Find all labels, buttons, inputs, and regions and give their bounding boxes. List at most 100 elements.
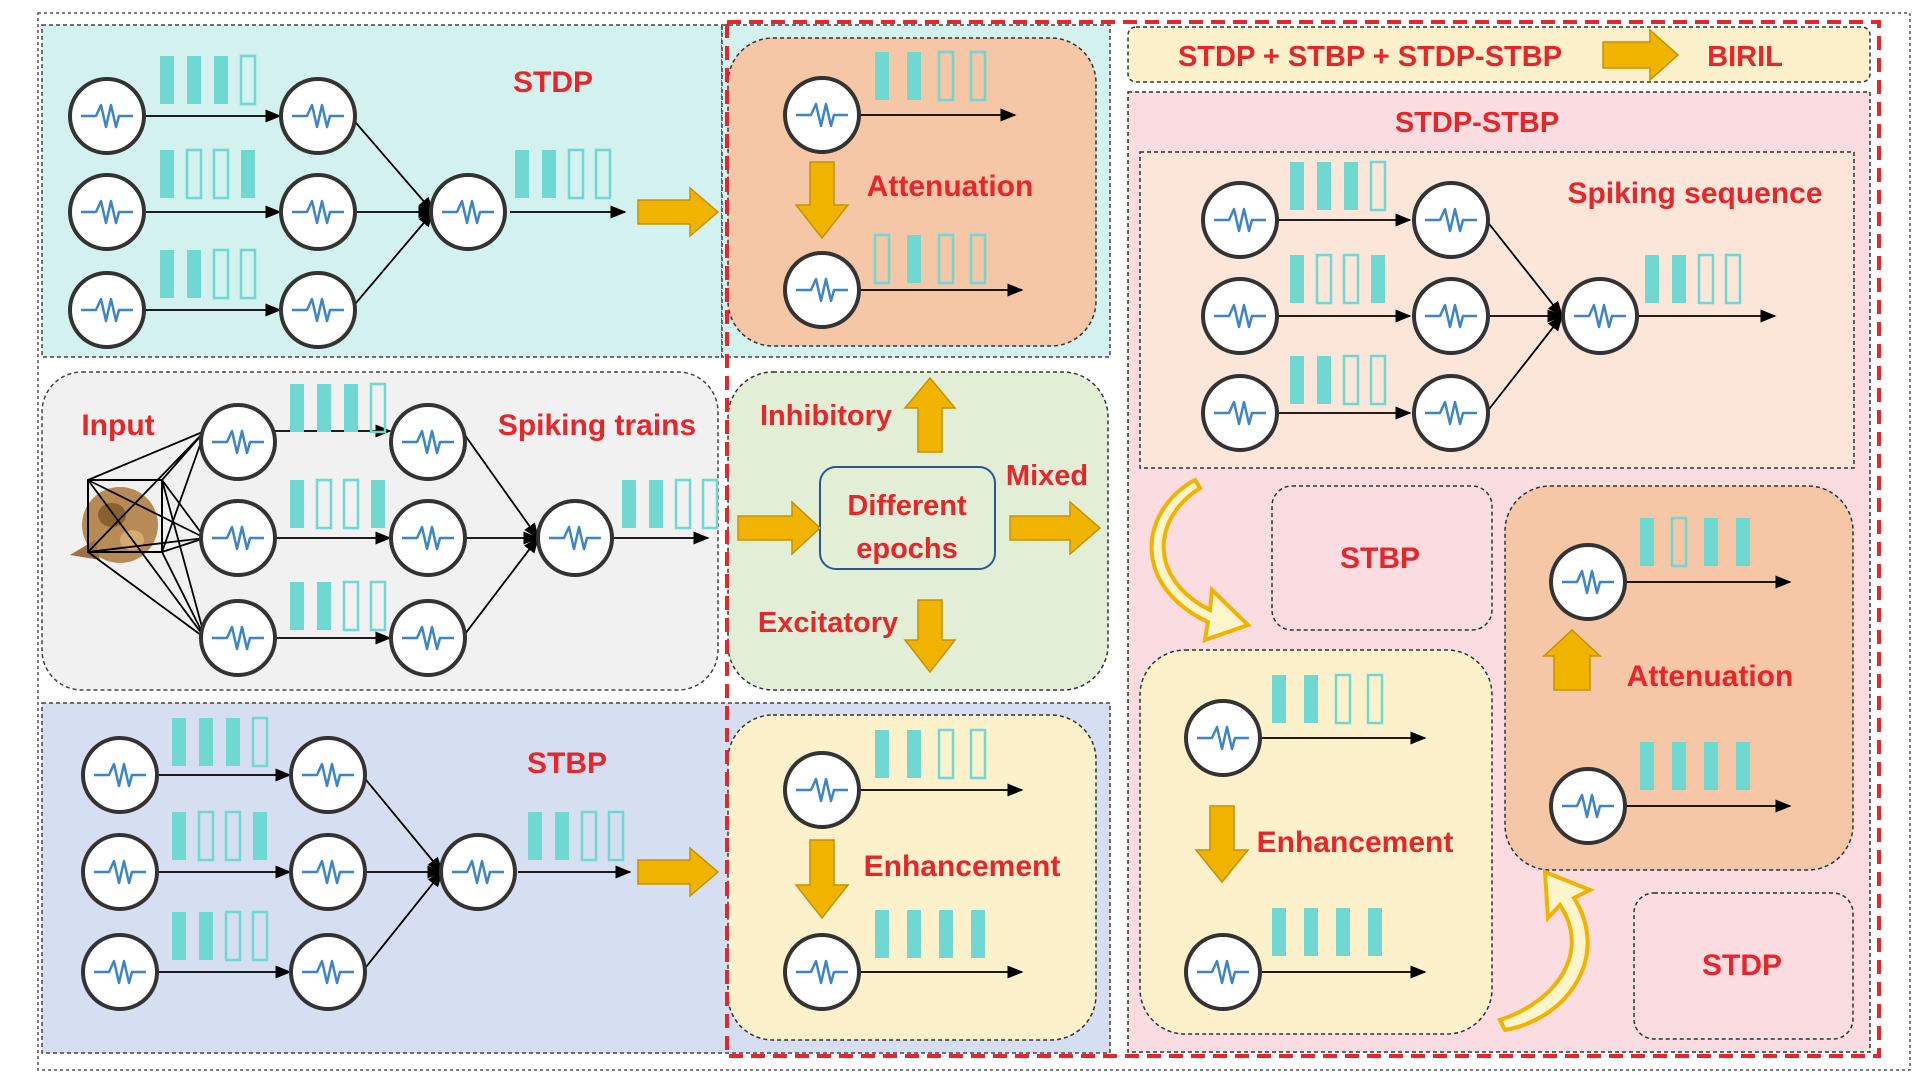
neuron-icon (783, 251, 861, 329)
neuron-icon (199, 599, 277, 677)
spike-bar-icon (1704, 518, 1718, 566)
spike-bar-empty-icon (873, 233, 891, 285)
spike-bar-empty-icon (1334, 673, 1352, 725)
spike-bar-empty-icon (342, 580, 360, 632)
neuron-icon (289, 933, 367, 1011)
spike-bar-icon (907, 730, 921, 778)
spike-bar-empty-icon (1724, 253, 1742, 305)
attenuation-right-label: Attenuation (1627, 660, 1794, 693)
neuron-icon (429, 173, 507, 251)
spike-bar-icon (160, 250, 174, 298)
neuron-icon (1184, 933, 1262, 1011)
neuron-icon (68, 173, 146, 251)
neuron-icon (68, 77, 146, 155)
spike-bar-icon (290, 384, 304, 432)
spike-bar-icon (1290, 356, 1304, 404)
neuron-icon (439, 833, 517, 911)
spike-bar-empty-icon (969, 50, 987, 102)
spike-bar-icon (160, 150, 174, 198)
spike-bar-icon (187, 250, 201, 298)
neuron-icon (1184, 699, 1262, 777)
neuron-icon (389, 599, 467, 677)
neuron-icon (1412, 374, 1490, 452)
spike-bar-icon (1304, 675, 1318, 723)
excitatory-label: Excitatory (758, 607, 898, 639)
stbp-right-box (1271, 485, 1493, 631)
neuron-icon (289, 833, 367, 911)
gold-arrows (637, 28, 1680, 920)
spike-bar-icon (1736, 742, 1750, 790)
spike-bar-empty-icon (342, 478, 360, 530)
stdp-network (68, 77, 627, 349)
spike-bar-empty-icon (701, 478, 719, 530)
spike-bar-icon (290, 582, 304, 630)
neuron-icon (289, 736, 367, 814)
enhancement-contents (783, 751, 1024, 1011)
spike-bar-icon (875, 730, 889, 778)
spike-bar-icon (1640, 742, 1654, 790)
spike-bar-icon (317, 384, 331, 432)
stbp-right-label: STBP (1340, 542, 1420, 575)
spike-bar-empty-icon (1670, 516, 1688, 568)
spike-bar-icon (875, 52, 889, 100)
spike-bar-empty-icon (239, 248, 257, 300)
neuron-icon (81, 833, 159, 911)
gold-arrow-icon (1542, 628, 1602, 691)
curved-arrows (1149, 477, 1595, 1033)
spike-bar-empty-icon (1369, 354, 1387, 406)
gold-arrow-icon (903, 376, 957, 453)
spike-bar-icon (226, 718, 240, 766)
spike-bar-icon (1304, 908, 1318, 956)
attenuation-right-contents (1549, 543, 1792, 845)
spike-bar-icon (1672, 255, 1686, 303)
spike-bar-empty-icon (251, 716, 269, 768)
spike-bar-empty-icon (369, 580, 387, 632)
spike-bar-empty-icon (1342, 253, 1360, 305)
spike-bar-icon (214, 56, 228, 104)
spike-bar-empty-icon (969, 233, 987, 285)
spike-bar-icon (1672, 742, 1686, 790)
neuron-icon (389, 499, 467, 577)
spike-bar-icon (1736, 518, 1750, 566)
attenuation-label: Attenuation (867, 170, 1034, 203)
spiking-sequence-label: Spiking sequence (1567, 177, 1822, 210)
neuron-icon (1549, 767, 1627, 845)
spike-bar-empty-icon (607, 810, 625, 862)
enhancement-right-label: Enhancement (1257, 826, 1454, 859)
stdp-top-label: STDP (513, 66, 593, 99)
spike-bar-icon (528, 812, 542, 860)
spike-bar-icon (875, 910, 889, 958)
stdp-right-box (1633, 892, 1854, 1040)
stdp-panel-extension-border (721, 24, 1111, 358)
stdp-stbp-label: STDP-STBP (1395, 107, 1559, 139)
neuron-icon (1412, 181, 1490, 259)
spike-bar-icon (253, 812, 267, 860)
spike-bar-empty-icon (185, 148, 203, 200)
spike-bar-icon (555, 812, 569, 860)
mixed-label: Mixed (1006, 460, 1088, 492)
spike-bar-icon (1704, 742, 1718, 790)
spike-bar-icon (622, 480, 636, 528)
gold-arrow-icon (1009, 500, 1102, 556)
neuron-icon (536, 499, 614, 577)
neuron-icon (783, 933, 861, 1011)
epochs-line1: Different (847, 490, 967, 522)
spike-bar-icon (1371, 255, 1385, 303)
spike-bar-empty-icon (239, 54, 257, 106)
neuron-icon (1412, 277, 1490, 355)
neuron-icon (1561, 277, 1639, 355)
neuron-icon (1201, 277, 1279, 355)
different-epochs-box (819, 466, 996, 570)
spike-bar-icon (241, 150, 255, 198)
spike-bar-empty-icon (251, 910, 269, 962)
gold-arrow-icon (737, 500, 822, 556)
input-label: Input (81, 409, 154, 442)
spike-bar-empty-icon (315, 478, 333, 530)
spike-bar-icon (1290, 255, 1304, 303)
spiking-trains-label: Spiking trains (498, 409, 696, 442)
neuron-icon (1549, 543, 1627, 621)
spike-bar-icon (1368, 908, 1382, 956)
spike-bar-empty-icon (567, 148, 585, 200)
spike-bar-empty-icon (580, 810, 598, 862)
